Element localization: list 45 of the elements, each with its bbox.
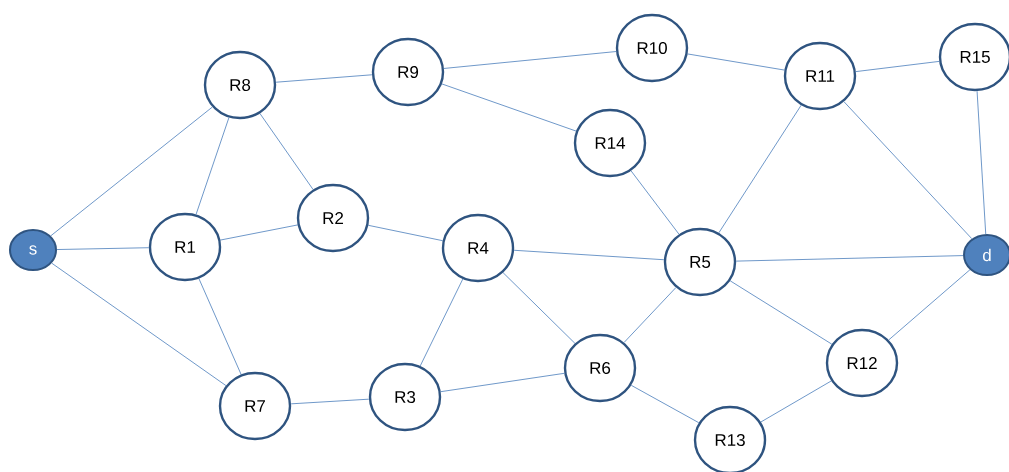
router-node: R2 bbox=[296, 183, 370, 253]
link-line bbox=[195, 117, 230, 215]
router-node: R9 bbox=[371, 37, 445, 107]
link-line bbox=[513, 249, 665, 261]
link-line bbox=[275, 74, 373, 83]
router-node: R4 bbox=[441, 213, 515, 283]
link-line bbox=[443, 51, 617, 69]
router-node: R12 bbox=[825, 328, 899, 398]
link-line bbox=[502, 272, 576, 344]
router-node: R7 bbox=[218, 371, 292, 441]
link-line bbox=[718, 104, 802, 234]
link-line bbox=[623, 287, 677, 343]
router-node: R8 bbox=[203, 50, 277, 120]
router-node: R13 bbox=[693, 405, 767, 472]
link-line bbox=[198, 278, 242, 375]
link-line bbox=[440, 372, 565, 393]
router-node: R3 bbox=[368, 362, 442, 432]
router-node: R14 bbox=[573, 108, 647, 178]
link-line bbox=[259, 113, 314, 190]
router-node: R11 bbox=[783, 41, 857, 111]
link-line bbox=[367, 224, 444, 242]
router-node: R10 bbox=[615, 13, 689, 83]
link-line bbox=[729, 280, 833, 345]
link-line bbox=[630, 384, 700, 424]
router-node: R1 bbox=[148, 212, 222, 282]
link-line bbox=[687, 53, 785, 71]
router-node: R5 bbox=[663, 227, 737, 297]
link-line bbox=[760, 380, 832, 423]
link-line bbox=[888, 269, 971, 341]
terminal-node: d bbox=[963, 234, 1009, 276]
link-line bbox=[56, 247, 150, 250]
link-line bbox=[290, 398, 370, 405]
router-node: R15 bbox=[938, 22, 1009, 92]
link-line bbox=[735, 255, 964, 262]
link-line bbox=[419, 278, 464, 367]
router-node: R6 bbox=[563, 333, 637, 403]
link-line bbox=[220, 224, 298, 241]
terminal-node: s bbox=[9, 229, 57, 271]
link-line bbox=[855, 61, 940, 72]
link-line bbox=[441, 83, 577, 132]
link-line bbox=[843, 101, 973, 240]
link-line bbox=[976, 90, 987, 235]
link-line bbox=[51, 262, 227, 386]
link-line bbox=[50, 106, 213, 237]
link-line bbox=[630, 170, 680, 235]
